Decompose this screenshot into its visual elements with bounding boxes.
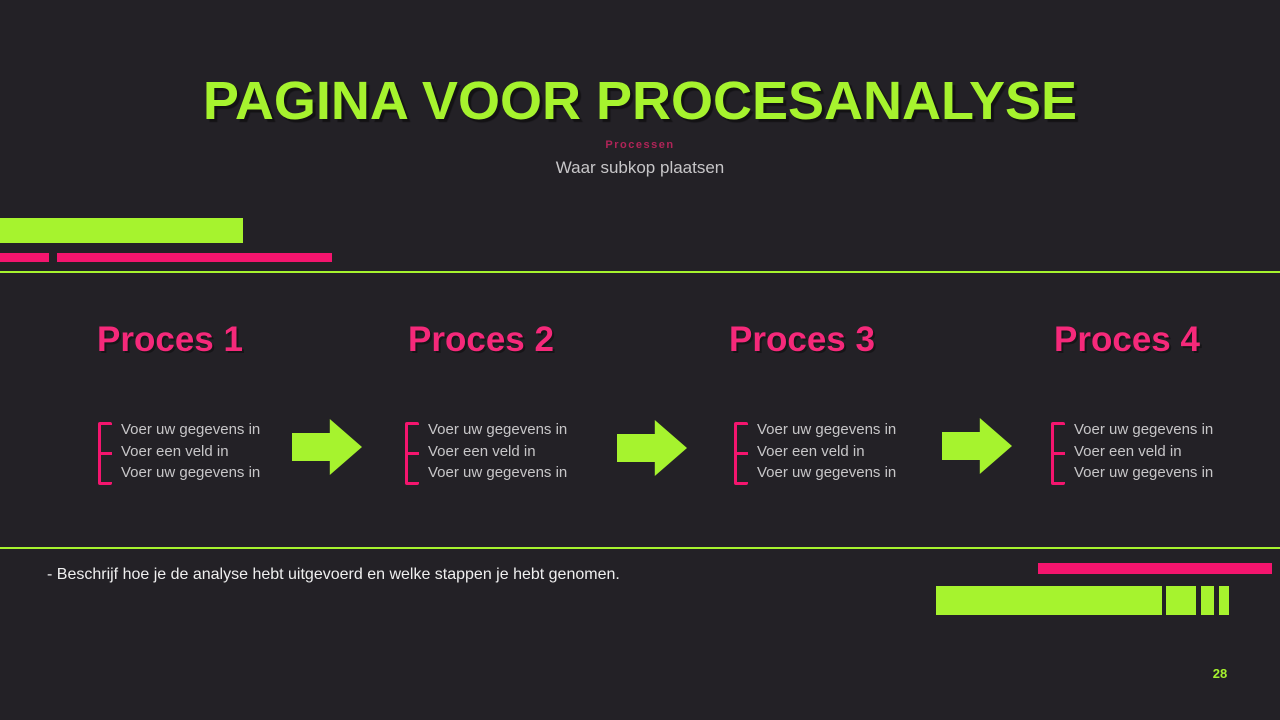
- list-bracket-icon: [734, 422, 748, 485]
- arrow-right-icon: [292, 419, 362, 475]
- list-bracket-icon: [1051, 422, 1065, 485]
- divider-bottom: [0, 547, 1280, 549]
- list-item: Voer uw gegevens in: [121, 421, 261, 438]
- decor-green-block: [1166, 586, 1196, 615]
- process-2-body: Voer uw gegevens in Voer een veld in Voe…: [405, 419, 567, 485]
- list-item: Voer uw gegevens in: [757, 421, 897, 438]
- eyebrow-label: Processen: [605, 139, 675, 151]
- process-3-body: Voer uw gegevens in Voer een veld in Voe…: [734, 419, 896, 485]
- process-2-title: Proces 2: [408, 320, 554, 359]
- list-item: Voer uw gegevens in: [121, 464, 261, 481]
- decor-green-block-small: [1201, 586, 1214, 615]
- decor-green-block-tiny: [1219, 586, 1229, 615]
- list-item: Voer uw gegevens in: [428, 464, 568, 481]
- list-item: Voer een veld in: [121, 442, 229, 460]
- process-3-items: Voer uw gegevens in Voer een veld in Voe…: [757, 419, 896, 485]
- page-number: 28: [1212, 666, 1228, 681]
- list-item: Voer uw gegevens in: [428, 421, 568, 438]
- process-4-title: Proces 4: [1054, 320, 1200, 359]
- list-item: Voer een veld in: [757, 442, 865, 460]
- process-1-body: Voer uw gegevens in Voer een veld in Voe…: [98, 419, 260, 485]
- list-item: Voer uw gegevens in: [1074, 464, 1214, 481]
- process-1-items: Voer uw gegevens in Voer een veld in Voe…: [121, 419, 260, 485]
- subtitle: Waar subkop plaatsen: [555, 158, 725, 177]
- process-4-body: Voer uw gegevens in Voer een veld in Voe…: [1051, 419, 1213, 485]
- decor-green-bar-bottom-long: [936, 586, 1162, 615]
- process-3-title: Proces 3: [729, 320, 875, 359]
- list-bracket-icon: [405, 422, 419, 485]
- decor-pink-bar-long: [57, 253, 332, 262]
- list-item: Voer een veld in: [428, 442, 536, 460]
- process-2-items: Voer uw gegevens in Voer een veld in Voe…: [428, 419, 567, 485]
- list-bracket-icon: [98, 422, 112, 485]
- arrow-right-icon: [617, 420, 687, 476]
- arrow-right-icon: [942, 418, 1012, 474]
- decor-pink-bar-short: [0, 253, 49, 262]
- process-4-items: Voer uw gegevens in Voer een veld in Voe…: [1074, 419, 1213, 485]
- process-1-title: Proces 1: [97, 320, 243, 359]
- list-item: Voer uw gegevens in: [757, 464, 897, 481]
- list-item: Voer uw gegevens in: [1074, 421, 1214, 438]
- footer-note: - Beschrijf hoe je de analyse hebt uitge…: [47, 566, 620, 583]
- decor-pink-bar-bottom: [1038, 563, 1272, 574]
- decor-green-bar-top-left: [0, 218, 243, 243]
- list-item: Voer een veld in: [1074, 442, 1182, 460]
- divider-top: [0, 271, 1280, 273]
- page-title: PAGINA VOOR PROCESANALYSE: [202, 71, 1078, 131]
